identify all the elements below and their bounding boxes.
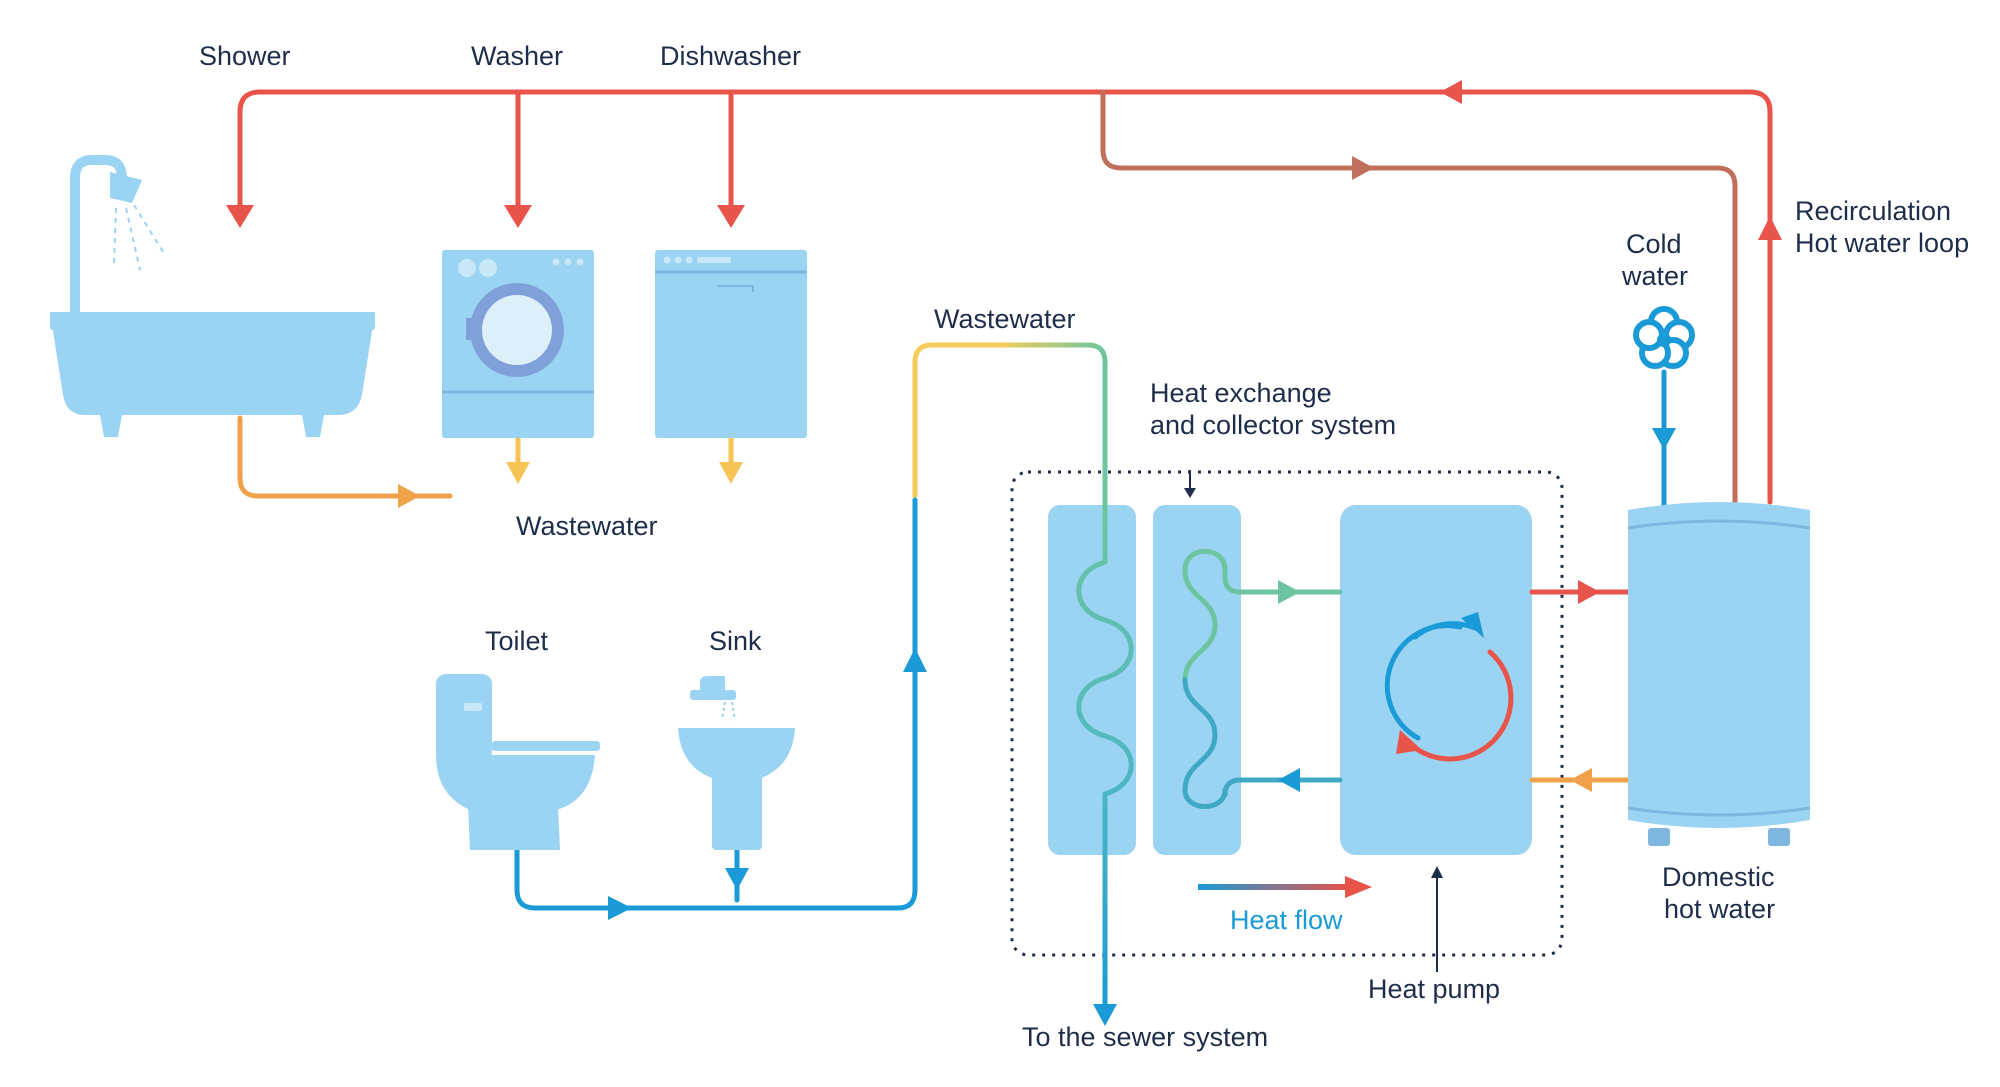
label-domestic-line1: Domestic [1662, 862, 1775, 892]
label-domestic-line2: hot water [1664, 894, 1775, 924]
valve-icon [1633, 306, 1695, 369]
washing-machine-icon [442, 250, 594, 438]
label-recirculation-line2: Hot water loop [1795, 228, 1969, 258]
wastewater-coil [1076, 497, 1134, 1013]
label-heat-pump: Heat pump [1368, 974, 1500, 1004]
cold-water-pipe [1652, 369, 1676, 508]
label-shower: Shower [199, 41, 291, 71]
label-wastewater-bottom: Wastewater [516, 511, 658, 541]
toilet-icon [436, 674, 600, 850]
heat-pump-unit [1340, 505, 1532, 855]
sink-icon [678, 676, 795, 850]
heat-pump-to-tank-pipes [1529, 580, 1633, 792]
wastewater-pipe [237, 342, 1108, 508]
heat-flow-arrow [1198, 876, 1372, 898]
shower-head-icon [70, 155, 166, 323]
hot-water-supply-pipe [226, 80, 1782, 505]
dishwasher-icon [655, 250, 807, 438]
label-dishwasher: Dishwasher [660, 41, 801, 71]
recirculation-return-pipe [1100, 89, 1738, 511]
wastewater-exchanger-panel [1048, 505, 1136, 855]
label-heat-exchange-line2: and collector system [1150, 410, 1396, 440]
label-washer: Washer [471, 41, 563, 71]
label-recirculation-line1: Recirculation [1795, 196, 1951, 226]
label-sink: Sink [709, 626, 762, 656]
label-toilet: Toilet [485, 626, 549, 656]
label-heat-exchange-line1: Heat exchange [1150, 378, 1332, 408]
label-cold-water-line2: water [1621, 261, 1688, 291]
bathtub-icon [50, 312, 375, 437]
collector-coil [1182, 548, 1343, 809]
toilet-sink-drain-pipe [514, 497, 927, 920]
label-heat-flow: Heat flow [1230, 905, 1343, 935]
label-sewer: To the sewer system [1022, 1022, 1268, 1052]
label-wastewater-top: Wastewater [934, 304, 1076, 334]
collector-exchanger-panel [1153, 505, 1241, 855]
label-cold-water-line1: Cold [1626, 229, 1682, 259]
hot-water-tank [1627, 502, 1811, 846]
cycle-icon [1384, 612, 1514, 762]
